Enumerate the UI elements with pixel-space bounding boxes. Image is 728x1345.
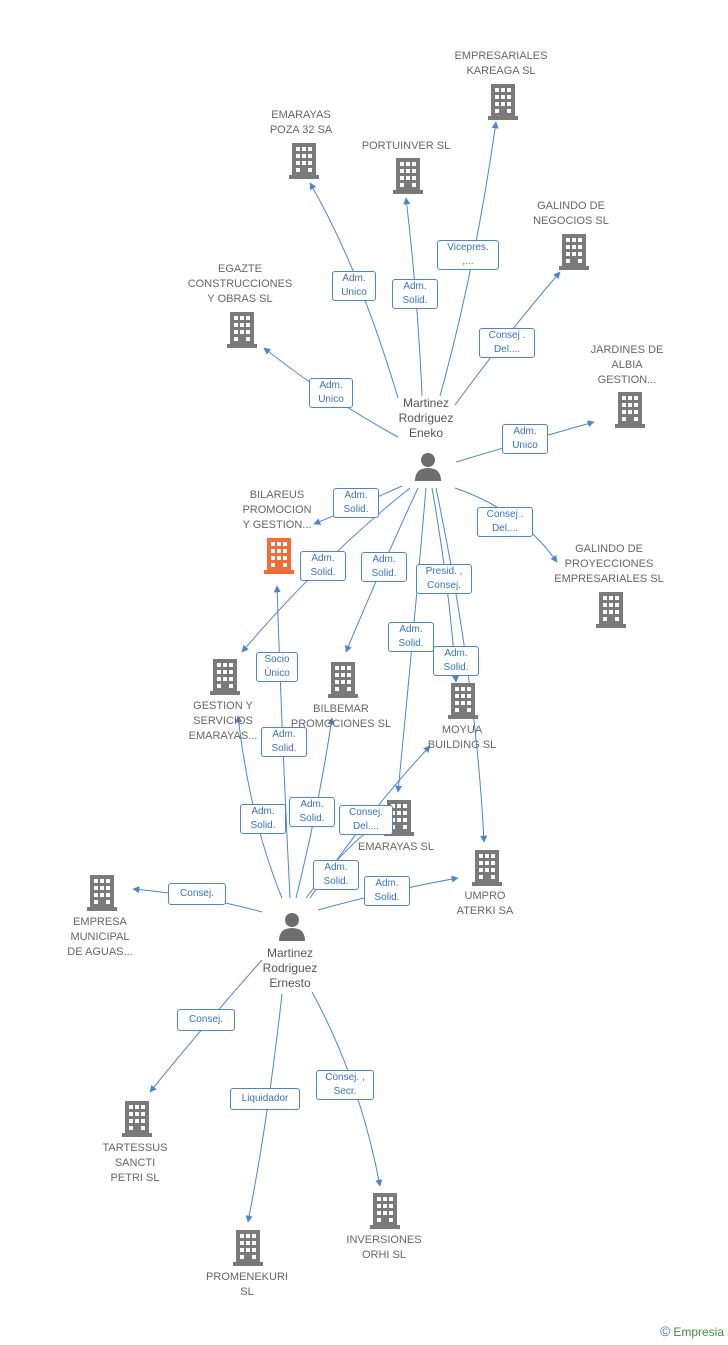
relation-badge[interactable]: Adm. Unico xyxy=(332,271,376,301)
building-icon[interactable] xyxy=(393,158,423,194)
relation-badge[interactable]: Adm. Solid. xyxy=(388,622,434,652)
relation-badge[interactable]: Consej. xyxy=(177,1009,235,1031)
relation-badge[interactable]: Consej. Del.... xyxy=(339,805,393,835)
building-icon[interactable] xyxy=(210,659,240,695)
relation-badge[interactable]: Adm. Unico xyxy=(502,424,548,454)
relation-badge[interactable]: Presid. , Consej. xyxy=(416,564,472,594)
relation-badge[interactable]: Adm. Solid. xyxy=(364,876,410,906)
relation-badge[interactable]: Adm. Solid. xyxy=(261,727,307,757)
relation-badge[interactable]: Adm. Solid. xyxy=(333,488,379,518)
company-label-umpro[interactable]: UMPRO ATERKI SA xyxy=(456,890,514,917)
company-label-galindo-proyecciones[interactable]: GALINDO DE PROYECCIONES EMPRESARIALES SL xyxy=(554,543,664,585)
company-label-inversiones-orhi[interactable]: INVERSIONES ORHI SL xyxy=(346,1234,422,1261)
building-icon[interactable] xyxy=(488,84,518,120)
person-icon[interactable] xyxy=(413,451,443,481)
person-label-eneko[interactable]: Martinez Rodriguez Eneko xyxy=(398,396,454,440)
building-icon[interactable] xyxy=(227,312,257,348)
building-icon[interactable] xyxy=(370,1193,400,1229)
building-icon[interactable] xyxy=(448,683,478,719)
person-label-ernesto[interactable]: Martinez Rodriguez Ernesto xyxy=(262,946,318,990)
company-label-galindo-negocios[interactable]: GALINDO DE NEGOCIOS SL xyxy=(533,200,609,227)
company-label-portuinver[interactable]: PORTUINVER SL xyxy=(361,140,451,152)
edge-ernesto-promenekuri xyxy=(245,993,283,1223)
relation-badge[interactable]: Adm. Solid. xyxy=(289,797,335,827)
building-icon[interactable] xyxy=(87,875,117,911)
company-label-emarayas[interactable]: EMARAYAS SL xyxy=(357,841,434,853)
building-icon[interactable] xyxy=(615,392,645,428)
company-label-moyua[interactable]: MOYUA BUILDING SL xyxy=(427,724,497,751)
relation-badge[interactable]: Adm. Solid. xyxy=(313,860,359,890)
person-icon[interactable] xyxy=(277,911,307,941)
brand-name: Empresia xyxy=(673,1325,724,1339)
relation-badge[interactable]: Socio Único xyxy=(256,652,298,682)
copyright-symbol: © xyxy=(659,1323,671,1339)
relation-badge[interactable]: Adm. Solid. xyxy=(361,552,407,582)
building-icon[interactable] xyxy=(233,1230,263,1266)
building-icon[interactable] xyxy=(289,143,319,179)
company-label-emarayas-poza[interactable]: EMARAYAS POZA 32 SA xyxy=(269,109,333,136)
company-label-egazte[interactable]: EGAZTE CONSTRUCCIONES Y OBRAS SL xyxy=(187,263,293,305)
relation-badge[interactable]: Vicepres. ,... xyxy=(437,240,499,270)
brand-watermark: ©Empresia xyxy=(660,1323,724,1339)
building-icon[interactable] xyxy=(328,662,358,698)
relation-badge[interactable]: Consej . Del.... xyxy=(477,507,533,537)
building-icon-highlight[interactable] xyxy=(264,538,294,574)
company-label-bilareus[interactable]: BILAREUS PROMOCION Y GESTION... xyxy=(242,489,312,531)
building-icon[interactable] xyxy=(122,1101,152,1137)
company-label-empresariales-kareaga[interactable]: EMPRESARIALES KAREAGA SL xyxy=(454,50,548,77)
relation-badge[interactable]: Adm. Unico xyxy=(309,378,353,408)
company-label-bilbemar[interactable]: BILBEMAR PROMOCIONES SL xyxy=(290,703,392,730)
relation-badge[interactable]: Liquidador xyxy=(230,1088,300,1110)
building-icon[interactable] xyxy=(472,850,502,886)
relation-badge[interactable]: Consej . Del.... xyxy=(479,328,535,358)
relation-badge[interactable]: Adm. Solid. xyxy=(433,646,479,676)
building-icon[interactable] xyxy=(559,234,589,270)
company-label-promenekuri[interactable]: PROMENEKURI SL xyxy=(206,1271,288,1298)
building-icon[interactable] xyxy=(596,592,626,628)
company-label-tartessus[interactable]: TARTESSUS SANCTI PETRI SL xyxy=(102,1142,168,1184)
relation-badge[interactable]: Consej. xyxy=(168,883,226,905)
relation-badge[interactable]: Adm. Solid. xyxy=(300,551,346,581)
relation-badge[interactable]: Adm. Solid. xyxy=(240,804,286,834)
company-label-gestion-servicios[interactable]: GESTION Y SERVICIOS EMARAYAS... xyxy=(188,700,258,742)
company-label-jardines-albia[interactable]: JARDINES DE ALBIA GESTION... xyxy=(590,344,664,386)
relation-badge[interactable]: Adm. Solid. xyxy=(392,279,438,309)
relation-badge[interactable]: Consej. , Secr. xyxy=(316,1070,374,1100)
company-label-empresa-municipal[interactable]: EMPRESA MUNICIPAL DE AGUAS... xyxy=(67,916,133,958)
